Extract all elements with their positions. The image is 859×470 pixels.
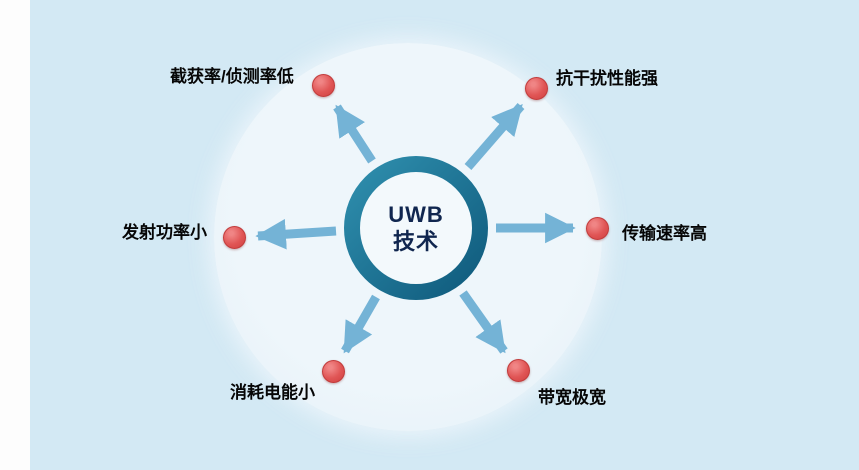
node-dot-bottom-left — [322, 360, 345, 383]
arrow-bottom-right — [459, 290, 508, 354]
center-node: UWB 技术 — [356, 196, 476, 260]
arrow-left — [255, 218, 337, 250]
arrow-top-left — [333, 104, 376, 164]
node-dot-left — [223, 226, 246, 249]
arrow-bottom-left — [341, 294, 380, 354]
center-title-line1: UWB — [388, 201, 444, 227]
node-dot-top-left — [312, 74, 335, 97]
node-label-top-left: 截获率/侦测率低 — [170, 67, 294, 86]
left-margin-strip — [0, 0, 30, 470]
center-ring-inner-fill — [352, 164, 480, 292]
node-label-right: 传输速率高 — [622, 224, 707, 243]
center-title-line2: 技术 — [392, 229, 439, 254]
node-dot-top-right — [525, 77, 548, 100]
node-label-bottom-left: 消耗电能小 — [230, 383, 315, 402]
center-ring-icon — [344, 156, 488, 300]
node-dot-bottom-right — [507, 359, 530, 382]
arrow-group — [255, 103, 576, 354]
node-label-bottom-right: 带宽极宽 — [538, 388, 606, 407]
node-label-top-right: 抗干扰性能强 — [556, 69, 658, 88]
node-dot-right — [586, 217, 609, 240]
arrow-top-right — [464, 103, 525, 170]
node-label-left: 发射功率小 — [122, 223, 207, 242]
